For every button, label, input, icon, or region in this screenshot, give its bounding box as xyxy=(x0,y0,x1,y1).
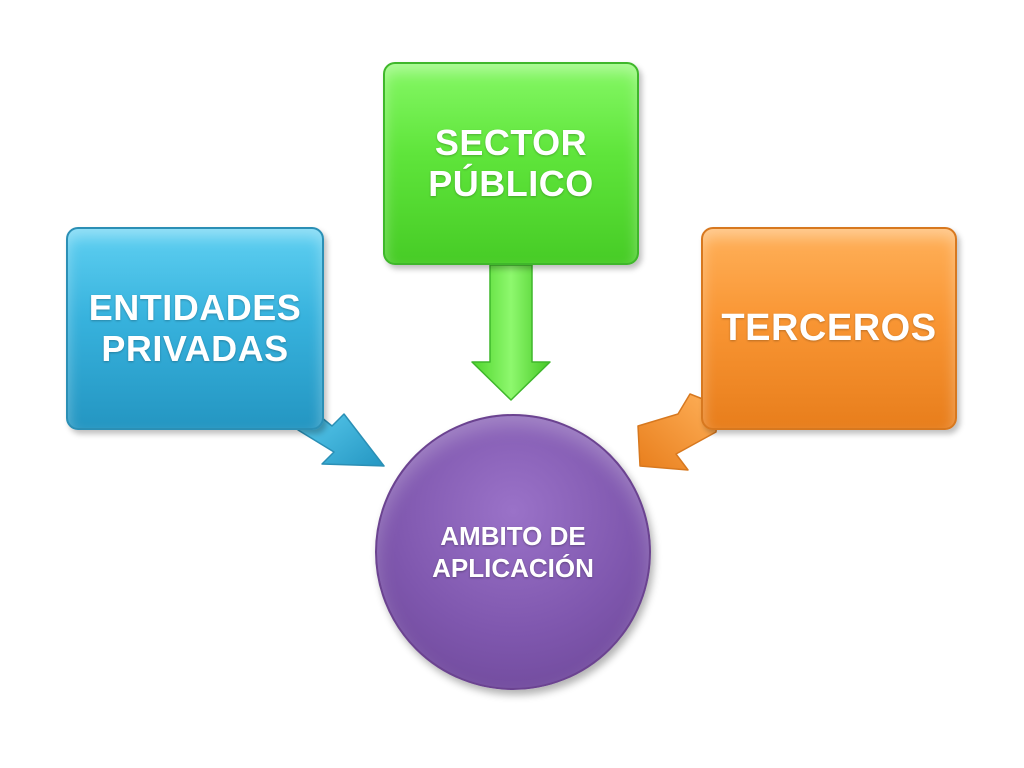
node-label: ENTIDADES PRIVADAS xyxy=(88,287,302,369)
node-label: TERCEROS xyxy=(721,307,937,350)
node-sector-publico: SECTOR PÚBLICO xyxy=(383,62,639,265)
arrow-terceros-to-center xyxy=(637,393,719,471)
arrow-sector-publico-to-center xyxy=(471,264,551,401)
node-ambito-de-aplicacion: AMBITO DE APLICACIÓN xyxy=(375,414,651,690)
node-terceros: TERCEROS xyxy=(701,227,957,430)
center-label: AMBITO DE APLICACIÓN xyxy=(432,520,594,584)
node-entidades-privadas: ENTIDADES PRIVADAS xyxy=(66,227,324,430)
node-label: SECTOR PÚBLICO xyxy=(428,122,594,204)
